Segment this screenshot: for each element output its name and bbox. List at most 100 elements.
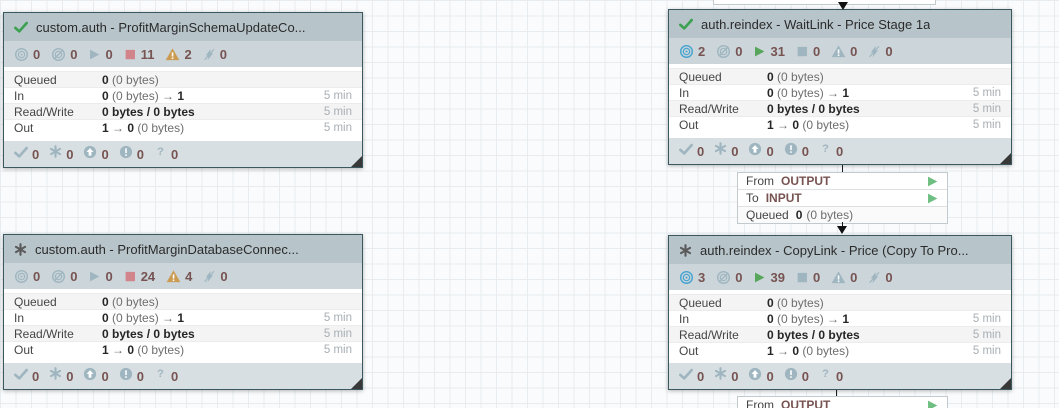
process-group[interactable]: custom.auth - ProfitMarginSchemaUpdateCo… <box>3 12 363 168</box>
stat-disabled: 0 <box>868 270 893 285</box>
process-group[interactable]: auth.reindex - CopyLink - Price (Copy To… <box>668 235 1012 390</box>
connection-to-port: INPUT <box>765 191 802 205</box>
process-group[interactable]: custom.auth - ProfitMarginDatabaseConnec… <box>3 234 363 390</box>
version-state-asterisk: 0 <box>49 367 73 385</box>
stats-row-value: 1 → 0 (0 bytes) <box>767 343 850 358</box>
version-state-exclamation-circle: 0 <box>784 142 809 161</box>
up-arrow-circle-icon <box>83 367 97 386</box>
version-state-check: 0 <box>14 367 39 386</box>
connection-label-partial[interactable] <box>713 0 936 5</box>
asterisk-icon <box>714 367 727 385</box>
check-icon <box>14 145 28 164</box>
stat-invalid: 2 <box>165 47 192 62</box>
process-group-name: auth.reindex - WaitLink - Price Stage 1a <box>701 16 931 32</box>
connection-queued-count: 0 <box>795 208 803 222</box>
stat-running: 0 <box>88 47 113 62</box>
resize-handle[interactable] <box>1000 378 1011 389</box>
stats-row-label: In <box>679 85 690 100</box>
stat-not-transmitting: 0 <box>716 44 742 59</box>
stats-row-timeframe: 5 min <box>323 311 352 324</box>
running-icon <box>753 45 766 58</box>
version-state-exclamation-circle: 0 <box>119 145 144 164</box>
check-icon <box>679 142 693 161</box>
process-group[interactable]: auth.reindex - WaitLink - Price Stage 1a… <box>668 9 1012 165</box>
version-state-count: 0 <box>801 368 809 384</box>
stat-count: 24 <box>140 268 156 284</box>
stat-invalid: 0 <box>831 44 857 59</box>
version-state-asterisk: 0 <box>714 142 738 160</box>
svg-text:?: ? <box>822 143 829 155</box>
stat-count: 0 <box>850 43 858 59</box>
stats-row-value: 0 (0 bytes) <box>102 72 159 87</box>
stats-row-label: In <box>679 311 690 326</box>
stats-row-timeframe: 5 min <box>323 327 352 340</box>
not-transmitting-icon <box>716 44 731 59</box>
resize-handle[interactable] <box>1000 153 1011 164</box>
resize-handle[interactable] <box>351 378 362 389</box>
check-icon <box>14 20 28 34</box>
stopped-icon <box>124 270 137 283</box>
check-icon <box>679 367 693 386</box>
stats-row-timeframe: 5 min <box>323 343 352 356</box>
stat-running: 0 <box>88 269 113 284</box>
stat-count: 0 <box>812 269 821 285</box>
stat-transmitting: 2 <box>679 44 705 59</box>
version-state-count: 0 <box>170 368 179 384</box>
stats-row-value: 0 (0 bytes) → 1 <box>102 310 185 325</box>
exclamation-circle-icon <box>784 142 798 161</box>
stats-row-value: 0 (0 bytes) <box>767 295 824 310</box>
stats-row-value: 0 (0 bytes) <box>102 294 159 309</box>
stats-row-in: In 0 (0 bytes) → 1 5 min <box>4 309 362 325</box>
stat-count: 0 <box>219 46 227 62</box>
connection-line <box>842 165 843 173</box>
stats-row-value: 1 → 0 (0 bytes) <box>102 342 185 357</box>
disabled-icon <box>203 270 216 283</box>
transmitting-icon <box>679 270 694 285</box>
stats-row-timeframe: 5 min <box>323 105 352 118</box>
version-state-count: 0 <box>32 368 40 384</box>
resize-handle[interactable] <box>351 156 362 167</box>
process-group-header: custom.auth - ProfitMarginDatabaseConnec… <box>4 235 362 263</box>
stats-row-label: Read/Write <box>14 326 74 341</box>
stat-stopped: 0 <box>796 44 820 59</box>
connection-from-port: OUTPUT <box>781 398 831 408</box>
version-state-count: 0 <box>697 368 705 384</box>
stat-count: 0 <box>735 269 743 285</box>
stats-row-label: In <box>14 310 25 325</box>
stats-row-value: 0 bytes / 0 bytes <box>102 104 195 119</box>
stat-count: 0 <box>220 268 228 284</box>
up-arrow-circle-icon <box>83 145 97 164</box>
stopped-icon <box>124 48 137 61</box>
stat-not-transmitting: 0 <box>51 269 77 284</box>
version-state-up-arrow-circle: 0 <box>83 145 109 164</box>
stats-row-timeframe: 5 min <box>323 121 352 134</box>
connection-line <box>836 390 837 396</box>
version-state-count: 0 <box>766 143 774 159</box>
version-state-count: 0 <box>835 368 844 384</box>
version-state-count: 0 <box>766 368 774 384</box>
stat-count: 31 <box>770 43 785 59</box>
version-state-up-arrow-circle: 0 <box>748 367 774 386</box>
version-state-count: 0 <box>801 143 809 159</box>
stats-row-label: Out <box>14 120 34 135</box>
process-group-name: custom.auth - ProfitMarginSchemaUpdateCo… <box>36 19 306 35</box>
exclamation-circle-icon <box>119 145 133 164</box>
stat-disabled: 0 <box>203 47 227 62</box>
connection-queued-label: Queued <box>746 208 789 222</box>
